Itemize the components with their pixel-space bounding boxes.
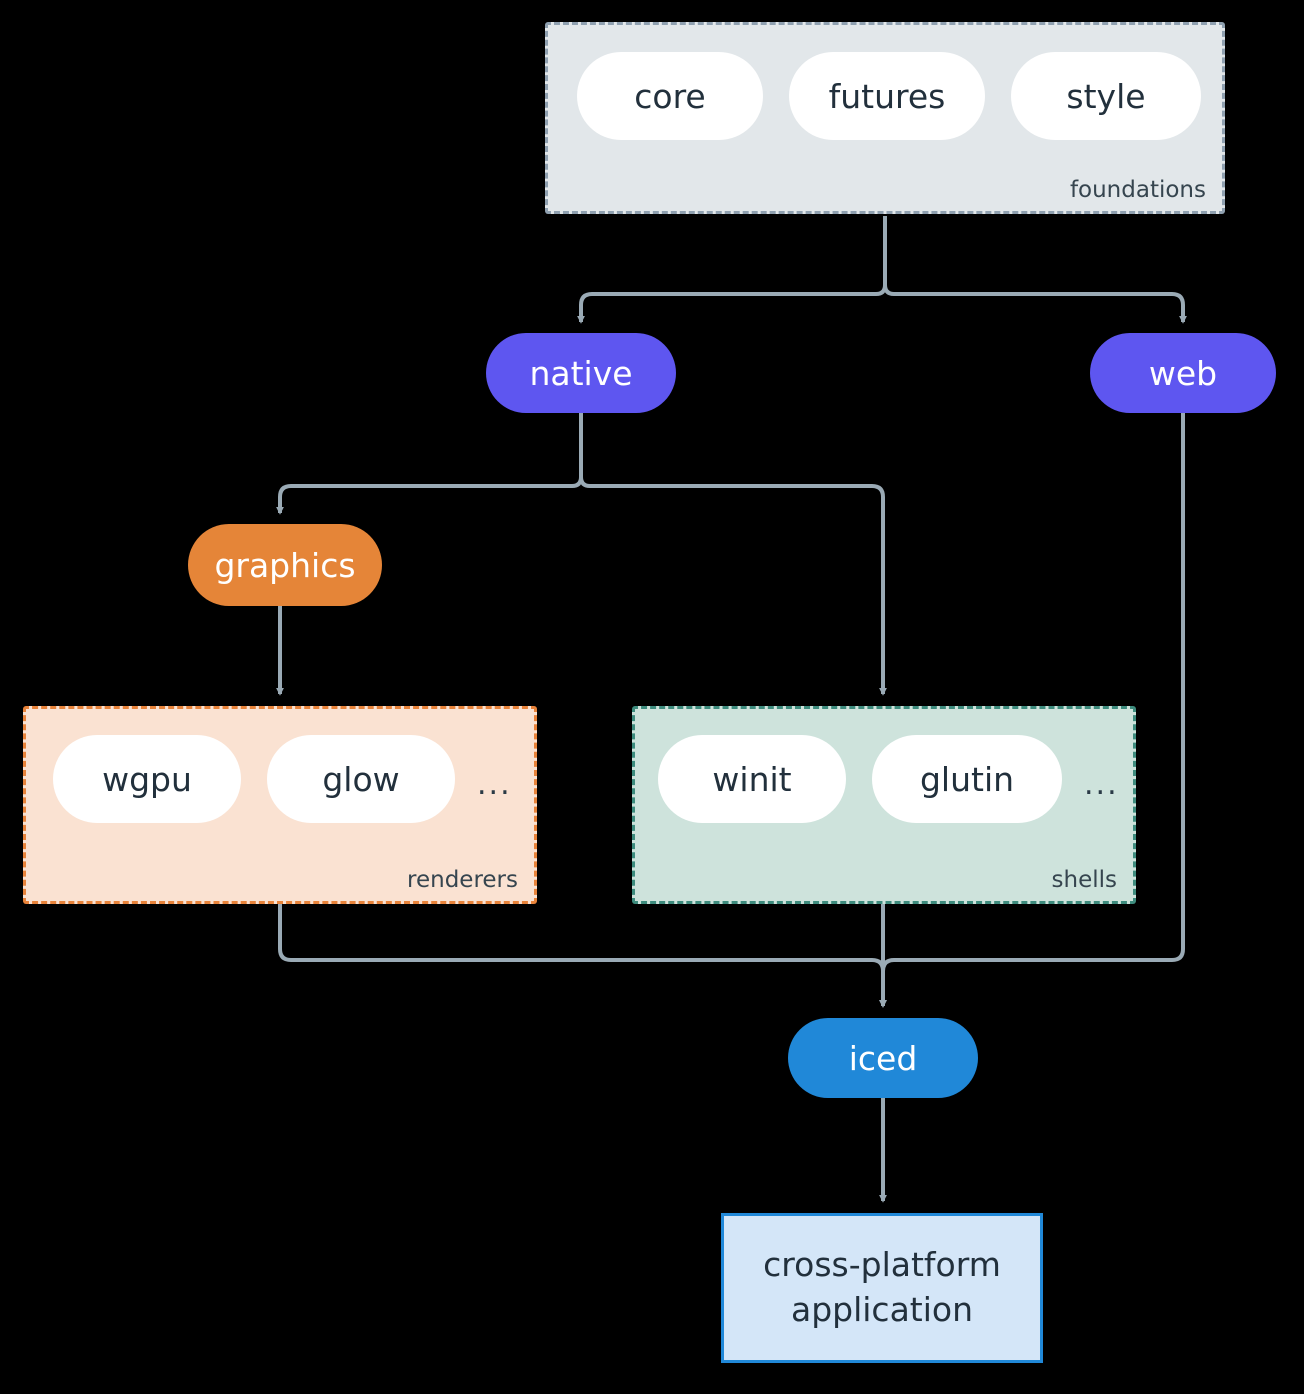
edge-native-shells [579,413,887,696]
application-line-2: application [790,1290,974,1329]
cluster-shells-items: winit glutin ... [658,735,1119,823]
node-graphics[interactable]: graphics [188,524,382,606]
cluster-foundations-label: foundations [1069,177,1206,203]
cluster-shells: winit glutin ... shells [632,706,1136,904]
edge-foundations-web [883,216,1187,324]
application-line-1: cross-platform [763,1245,1001,1285]
node-glutin[interactable]: glutin [872,735,1062,823]
edge-foundations-native [577,216,887,324]
node-futures[interactable]: futures [789,52,985,140]
node-glow[interactable]: glow [267,735,455,823]
node-style[interactable]: style [1011,52,1201,140]
node-iced[interactable]: iced [788,1018,978,1098]
node-cross-platform-application[interactable]: cross-platform application [721,1213,1043,1363]
cluster-shells-label: shells [1051,867,1117,893]
node-native[interactable]: native [486,333,676,413]
cluster-renderers-label: renderers [407,867,518,893]
shells-ellipsis: ... [1084,767,1119,802]
node-web[interactable]: web [1090,333,1276,413]
edge-renderers-iced [278,904,887,1008]
renderers-ellipsis: ... [477,767,512,802]
node-core[interactable]: core [577,52,763,140]
cluster-foundations-items: core futures style [577,52,1201,140]
cluster-renderers-items: wgpu glow ... [53,735,512,823]
cluster-renderers: wgpu glow ... renderers [23,706,537,904]
edge-native-graphics [276,413,583,515]
node-wgpu[interactable]: wgpu [53,735,241,823]
cluster-foundations: core futures style foundations [545,22,1225,214]
node-winit[interactable]: winit [658,735,846,823]
